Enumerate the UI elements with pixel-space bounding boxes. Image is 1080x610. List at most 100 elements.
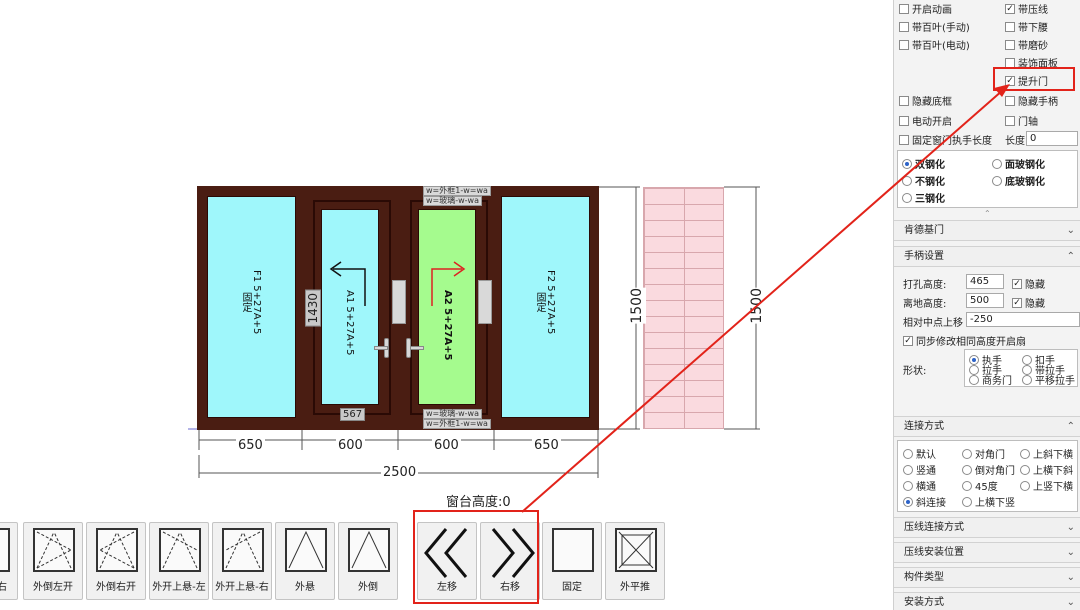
section-install-method[interactable]: 安装方式⌄ (894, 592, 1080, 610)
opt-shutter-manual[interactable]: 带百叶(手动) (899, 19, 970, 34)
collapse-handle[interactable]: ⌃ (984, 209, 991, 218)
tool-tilt-right-open[interactable]: 外倒右开 (86, 522, 146, 600)
radio[interactable] (992, 158, 1002, 169)
section-part-type[interactable]: 构件类型⌄ (894, 567, 1080, 588)
shape-business-door[interactable]: 商务门 (969, 372, 1012, 387)
conn-top-vert-bottom-horiz[interactable]: 上竖下横 (1020, 478, 1073, 493)
checkbox[interactable] (899, 134, 909, 145)
opt-hide-handle[interactable]: 隐藏手柄 (1005, 93, 1058, 108)
pane-f1[interactable] (207, 196, 296, 418)
section-press-connection[interactable]: 压线连接方式⌄ (894, 517, 1080, 538)
radio[interactable] (962, 496, 972, 507)
drawing-canvas[interactable]: F1 5+27A+5 固定 A1 5+27A+5 A2 5+27A+5 F2 5… (0, 0, 893, 610)
radio[interactable] (902, 175, 912, 186)
radio[interactable] (903, 464, 913, 475)
offset-input[interactable]: -250 (966, 312, 1080, 327)
opt-door-axis[interactable]: 门轴 (1005, 113, 1038, 128)
checkbox[interactable] (1005, 115, 1015, 126)
pane-a2[interactable] (418, 209, 476, 405)
radio[interactable] (903, 480, 913, 491)
radio[interactable] (962, 464, 972, 475)
radio-selected[interactable] (903, 496, 913, 507)
radio[interactable] (1022, 354, 1032, 365)
radio[interactable] (1022, 364, 1032, 375)
tool-top-hung-right[interactable]: 外开上悬-右 (212, 522, 272, 600)
tool-move-left[interactable]: 左移 (417, 522, 477, 600)
opt-shutter-electric[interactable]: 带百叶(电动) (899, 37, 970, 52)
pane-f1-sub: 固定 (240, 292, 251, 312)
radio-selected[interactable] (902, 158, 912, 169)
radio[interactable] (962, 448, 972, 459)
conn-45[interactable]: 45度 (962, 478, 998, 493)
shape-grip[interactable]: 扣手 (1022, 352, 1055, 367)
checkbox-checked[interactable]: ✓ (1012, 297, 1022, 308)
ground-hide[interactable]: ✓隐藏 (1012, 297, 1045, 310)
checkbox-checked[interactable]: ✓ (1012, 278, 1022, 289)
pane-a1[interactable] (321, 209, 379, 405)
shape-sliding-pull[interactable]: 平移拉手 (1022, 372, 1075, 387)
conn-vertical[interactable]: 竖通 (903, 462, 936, 477)
tool-tilt-left-open[interactable]: 外倒左开 (23, 522, 83, 600)
section-connection[interactable]: 连接方式⌃ (894, 416, 1080, 437)
radio[interactable] (962, 480, 972, 491)
tool-hopper[interactable]: 外倒 (338, 522, 398, 600)
radio[interactable] (1020, 464, 1030, 475)
tool-awning[interactable]: 外悬 (275, 522, 335, 600)
checkbox[interactable] (899, 3, 909, 14)
ground-height-input[interactable]: 500 (966, 293, 1004, 308)
checkbox[interactable] (899, 21, 909, 32)
conn-horizontal[interactable]: 横通 (903, 478, 936, 493)
glass-bottom-tempered[interactable]: 底玻钢化 (992, 173, 1045, 188)
conn-slant[interactable]: 斜连接 (903, 494, 946, 509)
glass-double-tempered[interactable]: 双钢化 (902, 156, 945, 171)
checkbox[interactable] (1005, 39, 1015, 50)
tool-fixed[interactable]: 固定 (542, 522, 602, 600)
opt-fixed-handle-length[interactable]: 固定窗门执手长度 (899, 132, 992, 147)
checkbox[interactable] (899, 39, 909, 50)
opt-frosted[interactable]: 带磨砂 (1005, 37, 1048, 52)
glass-face-tempered[interactable]: 面玻钢化 (992, 156, 1045, 171)
checkbox[interactable] (1005, 95, 1015, 106)
radio[interactable] (969, 374, 979, 385)
conn-diagonal-door[interactable]: 对角门 (962, 446, 1005, 461)
opt-animation[interactable]: 开启动画 (899, 1, 952, 16)
opt-lift-door[interactable]: ✓提升门 (1005, 75, 1048, 88)
conn-top-horiz-bottom-vert[interactable]: 上横下竖 (962, 494, 1015, 509)
opt-electric-open[interactable]: 电动开启 (899, 113, 952, 128)
sync-height[interactable]: ✓同步修改相同高度开启扇 (903, 335, 1026, 348)
opt-hide-bottom-frame[interactable]: 隐藏底框 (899, 93, 952, 108)
checkbox[interactable] (1005, 57, 1015, 68)
radio[interactable] (902, 192, 912, 203)
radio[interactable] (903, 448, 913, 459)
tool-parallel-push[interactable]: 外平推 (605, 522, 665, 600)
section-press-position[interactable]: 压线安装位置⌄ (894, 542, 1080, 563)
opt-press-line[interactable]: ✓带压线 (1005, 3, 1048, 16)
conn-reverse-diagonal[interactable]: 倒对角门 (962, 462, 1015, 477)
section-kender-door[interactable]: 肯德基门⌄ (894, 220, 1080, 241)
hole-hide[interactable]: ✓隐藏 (1012, 278, 1045, 291)
conn-top-slant-bottom-horiz[interactable]: 上斜下横 (1020, 446, 1073, 461)
checkbox[interactable] (899, 95, 909, 106)
tool-move-right[interactable]: 右移 (480, 522, 540, 600)
tool-partial-right[interactable]: 右 (0, 522, 18, 600)
checkbox[interactable] (899, 115, 909, 126)
dim-seg4: 650 (532, 438, 561, 453)
section-handle-settings[interactable]: 手柄设置⌃ (894, 246, 1080, 267)
conn-default[interactable]: 默认 (903, 446, 936, 461)
checkbox-checked[interactable]: ✓ (1005, 3, 1015, 14)
length-input[interactable]: 0 (1026, 131, 1078, 146)
conn-top-horiz-bottom-slant[interactable]: 上横下斜 (1020, 462, 1073, 477)
radio[interactable] (1022, 374, 1032, 385)
shape-with-pull[interactable]: 带拉手 (1022, 362, 1065, 377)
glass-triple-tempered[interactable]: 三钢化 (902, 190, 945, 205)
checkbox[interactable] (1005, 21, 1015, 32)
radio[interactable] (1020, 448, 1030, 459)
radio[interactable] (1020, 480, 1030, 491)
tool-top-hung-left[interactable]: 外开上悬-左 (149, 522, 209, 600)
glass-not-tempered[interactable]: 不钢化 (902, 173, 945, 188)
checkbox-checked[interactable]: ✓ (1005, 75, 1015, 86)
radio[interactable] (992, 175, 1002, 186)
opt-lower-waist[interactable]: 带下腰 (1005, 19, 1048, 34)
hole-height-input[interactable]: 465 (966, 274, 1004, 289)
checkbox-checked[interactable]: ✓ (903, 335, 913, 346)
